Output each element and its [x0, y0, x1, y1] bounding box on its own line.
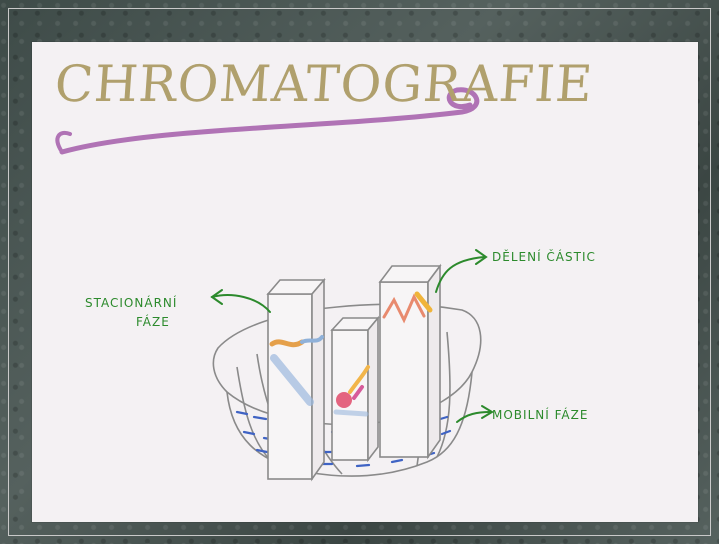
label-mobile-phase: MOBILNÍ FÁZE: [492, 408, 588, 422]
basket-rib: [237, 367, 272, 462]
stationary-phase-column-right: [380, 266, 440, 457]
arrow-stationary-phase-head: [212, 290, 222, 304]
label-particle-separation: DĚLENÍ ČÁSTIC: [492, 250, 596, 264]
stationary-phase-column-left: [268, 280, 324, 479]
drawing-canvas: [32, 42, 698, 522]
stationary-phase-column-middle: [332, 318, 378, 460]
label-stationary-phase-line2: FÁZE: [136, 315, 170, 329]
label-stationary-phase-line1: STACIONÁRNÍ: [85, 296, 177, 310]
poster-title: CHROMATOGRAFIE: [53, 56, 477, 112]
